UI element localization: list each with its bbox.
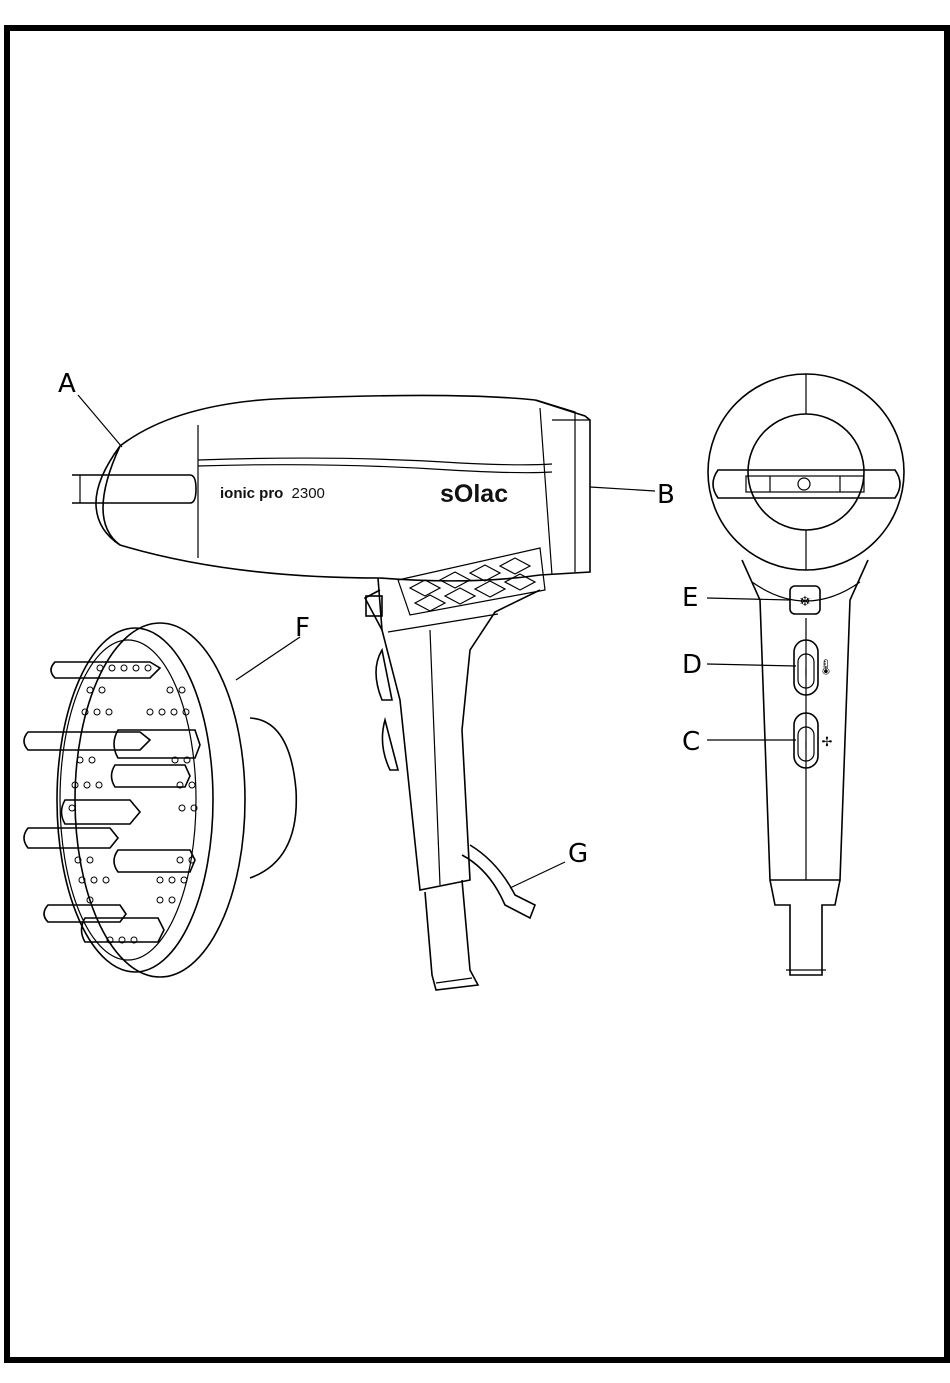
- thermometer-icon: 🌡: [816, 658, 835, 676]
- label-b: B: [657, 480, 675, 510]
- fan-icon: ✢: [822, 735, 833, 750]
- dryer-side-view: ionic pro 2300 sOlac: [72, 395, 590, 990]
- diffuser-fingers: [24, 662, 200, 942]
- diffuser: [24, 623, 296, 977]
- svg-text:I: I: [804, 666, 807, 679]
- svg-text:ionic pro 2300: ionic pro 2300: [220, 485, 325, 502]
- svg-text:I: I: [804, 739, 807, 752]
- model-name: ionic pro: [220, 485, 283, 502]
- label-a: A: [58, 369, 76, 399]
- label-e: E: [682, 583, 698, 613]
- label-g: G: [568, 839, 588, 869]
- label-c: C: [682, 727, 700, 757]
- nozzle: [72, 475, 196, 503]
- label-f: F: [295, 613, 310, 643]
- model-number: 2300: [292, 485, 325, 502]
- label-d: D: [682, 650, 702, 680]
- dryer-rear-view: ❄ I 🌡 I ✢: [708, 374, 904, 975]
- brand-logo: sOlac: [440, 480, 508, 508]
- grip-texture: [398, 548, 545, 615]
- snowflake-icon: ❄: [799, 594, 811, 610]
- part-labels: A B E D C F G: [58, 369, 702, 869]
